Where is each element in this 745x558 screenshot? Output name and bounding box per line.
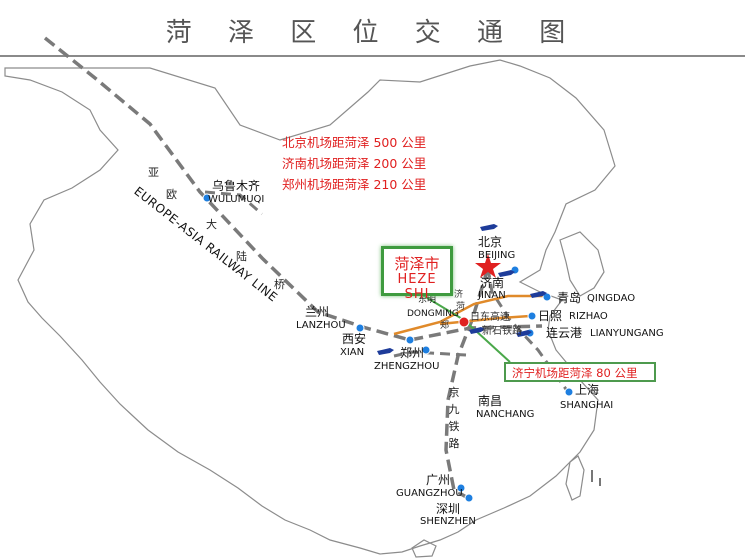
page-title: 菏 泽 区 位 交 通 图 [165,18,580,48]
city-label-shenzhen-en: SHENZHEN [420,516,476,527]
city-label-jinan-en: JINAN [478,290,506,301]
road-label-zheng: 郑 [440,321,450,331]
city-label-nanchang-zh: 南昌 [478,394,503,408]
road-label-ji: 济 [454,290,464,300]
city-label-lanzhou-en: LANZHOU [296,320,346,331]
city-label-urumqi-en: WULUMUQI [208,194,265,205]
city-label-xian-zh: 西安 [342,332,367,346]
airplane-icon-jinan [498,270,515,277]
note-beijing-airport: 北京机场距菏泽 500 公里 [282,135,427,150]
city-label-rizhao-zh: 日照 [538,309,563,323]
city-label-lanzhou-zh: 兰州 [305,305,330,319]
title-divider [0,55,745,57]
railway-char-3: 大 [206,218,217,231]
city-dot-rizhao [527,311,537,321]
city-dot-shanghai [564,387,574,397]
city-label-beijing-en: BEIJING [478,250,516,261]
city-label-guangzhou-en: GUANGZHOU [396,488,463,499]
city-label-qingdao-en: QINGDAO [587,293,636,304]
railway-char-4: 陆 [236,250,247,263]
jingjiu-railway-label: 京 九 铁 路 [448,384,460,452]
hainan-island [411,539,437,558]
airplane-icon-jining [469,327,485,334]
railway-char-1: 亚 [148,166,159,179]
city-dot-shenzhen [464,493,474,503]
korea-outline [559,231,605,297]
jingjiu-char-2: 九 [448,403,460,417]
city-label-lianyungang-zh: 连云港 [546,326,583,340]
city-label-qingdao-zh: 青岛 [557,291,582,305]
city-dot-zhengzhou [421,345,431,355]
railway-char-2: 欧 [166,188,177,201]
jingjiu-char-1: 京 [448,386,460,399]
airplane-icon-zhengzhou [377,348,394,355]
jingjiu-char-4: 路 [448,437,460,451]
city-label-guangzhou-zh: 广州 [426,473,451,487]
china-outline [4,59,616,555]
city-label-rizhao-en: RIZHAO [569,311,608,322]
city-label-urumqi-zh: 乌鲁木齐 [212,179,261,193]
highway-dongming [393,294,545,336]
jingjiu-char-3: 铁 [448,420,460,434]
railway-char-5: 桥 [274,278,285,291]
city-label-dongming-en: DONGMING [407,309,459,319]
city-label-beijing-zh: 北京 [478,235,503,249]
city-label-shenzhen-zh: 深圳 [436,502,461,516]
city-label-jinan-zh: 济南 [480,276,505,290]
city-label-xian-en: XIAN [340,347,365,358]
note-zhengzhou-airport: 郑州机场距菏泽 210 公里 [282,177,427,192]
heze-label-zh: 菏泽市 [394,255,440,273]
heze-marker [458,316,470,328]
city-label-zhengzhou-zh: 郑州 [400,346,425,360]
airplane-icon-beijing [480,224,498,231]
road-label-he: 菏 [456,302,466,312]
beijing-star-icon [475,254,501,278]
road-label-xinshi: 新石铁路 [482,326,522,337]
heze-label-en: HEZE SHI [397,272,437,302]
note-jinan-airport: 济南机场距菏泽 200 公里 [282,156,427,171]
city-dot-lanzhou [355,323,365,333]
city-label-shanghai-en: SHANGHAI [560,400,614,411]
airplane-icon-qingdao [530,291,547,298]
taiwan-island [565,455,585,501]
city-label-dongming-zh: 东明 [418,295,437,305]
airport-distance-notes: 北京机场距菏泽 500 公里 济南机场距菏泽 200 公里 郑州机场距菏泽 21… [282,132,426,195]
airplane-icon-lianyungang [516,330,532,337]
city-label-nanchang-en: NANCHANG [476,409,535,420]
jining-airport-callout: 济宁机场距菏泽 80 公里 [504,362,656,382]
europe-asia-railway [43,36,543,342]
city-dot-xian [405,335,415,345]
road-label-ridong: 日东高速 [470,312,510,323]
city-label-zhengzhou-en: ZHENGZHOU [374,361,440,372]
city-label-shanghai-zh: 上海 [575,383,600,397]
city-dot-urumqi [202,193,212,203]
jining-airport-note: 济宁机场距菏泽 80 公里 [512,366,638,380]
city-dot-guangzhou [456,483,466,493]
city-label-lianyungang-en: LIANYUNGANG [590,328,664,339]
heze-callout: 菏泽市 HEZE SHI [381,246,453,302]
